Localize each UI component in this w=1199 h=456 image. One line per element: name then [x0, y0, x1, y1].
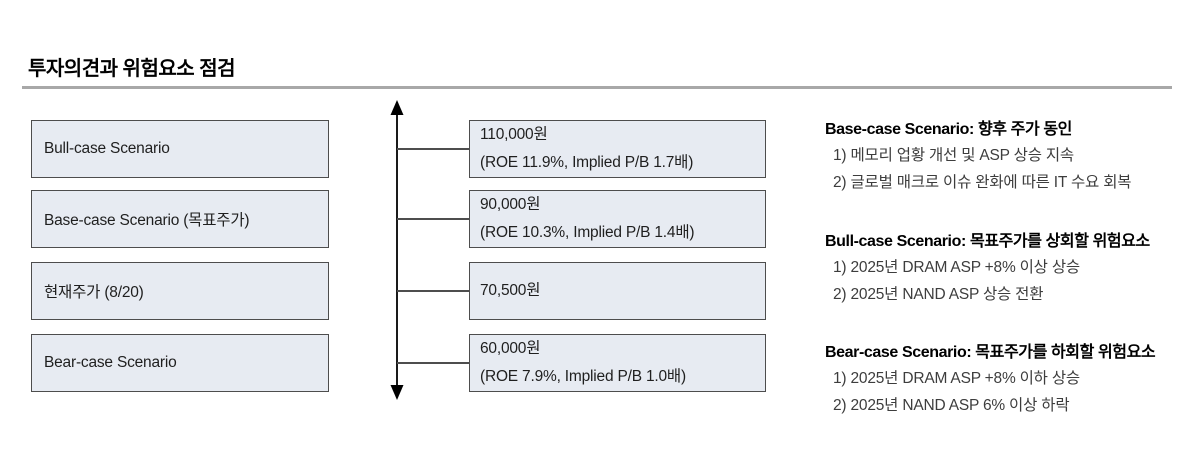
price-value: 90,000원: [480, 196, 541, 213]
scenario-box-current-price: 현재주가 (8/20): [31, 262, 329, 320]
vertical-double-arrow-icon: [390, 100, 404, 400]
scenario-box-bear-case: Bear-case Scenario: [31, 334, 329, 392]
note-item: 2) 2025년 NAND ASP 상승 전환: [833, 285, 1044, 303]
price-value: 110,000원: [480, 126, 548, 143]
price-box-bull-case: 110,000원 (ROE 11.9%, Implied P/B 1.7배): [469, 120, 766, 178]
note-bear-case-risks: Bear-case Scenario: 목표주가를 하회할 위험요소 1) 20…: [825, 339, 1199, 419]
price-box-base-case: 90,000원 (ROE 10.3%, Implied P/B 1.4배): [469, 190, 766, 248]
note-bull-case-risks: Bull-case Scenario: 목표주가를 상회할 위험요소 1) 20…: [825, 228, 1199, 308]
note-item: 2) 2025년 NAND ASP 6% 이상 하락: [833, 396, 1070, 414]
connector-line: [397, 218, 469, 220]
price-detail: (ROE 7.9%, Implied P/B 1.0배): [480, 368, 686, 385]
price-box-bear-case: 60,000원 (ROE 7.9%, Implied P/B 1.0배): [469, 334, 766, 392]
scenario-box-label: Bear-case Scenario: [44, 354, 177, 371]
connector-line: [397, 362, 469, 364]
price-detail: (ROE 10.3%, Implied P/B 1.4배): [480, 224, 695, 241]
price-box-current-price: 70,500원: [469, 262, 766, 320]
note-item: 1) 메모리 업황 개선 및 ASP 상승 지속: [833, 147, 1074, 164]
price-value: 70,500원: [480, 282, 541, 299]
note-base-case-drivers: Base-case Scenario: 향후 주가 동인 1) 메모리 업황 개…: [825, 116, 1199, 196]
scenario-box-bull-case: Bull-case Scenario: [31, 120, 329, 178]
note-heading: Bear-case Scenario: 목표주가를 하회할 위험요소: [825, 344, 1156, 361]
note-item: 1) 2025년 DRAM ASP +8% 이상 상승: [833, 259, 1080, 276]
title-divider: [22, 86, 1172, 89]
price-detail: (ROE 11.9%, Implied P/B 1.7배): [480, 154, 694, 171]
scenario-box-base-case: Base-case Scenario (목표주가): [31, 190, 329, 248]
note-heading: Bull-case Scenario: 목표주가를 상회할 위험요소: [825, 233, 1150, 250]
scenario-box-label: Bull-case Scenario: [44, 140, 170, 157]
price-value: 60,000원: [480, 340, 541, 357]
scenario-box-label: Base-case Scenario (목표주가): [44, 212, 250, 229]
note-item: 2) 글로벌 매크로 이슈 완화에 따른 IT 수요 회복: [833, 173, 1132, 191]
scenario-box-label: 현재주가 (8/20): [44, 284, 144, 301]
note-heading: Base-case Scenario: 향후 주가 동인: [825, 121, 1072, 138]
connector-line: [397, 148, 469, 150]
page-title: 투자의견과 위험요소 점검: [28, 58, 236, 80]
connector-line: [397, 290, 469, 292]
note-item: 1) 2025년 DRAM ASP +8% 이하 상승: [833, 370, 1080, 387]
